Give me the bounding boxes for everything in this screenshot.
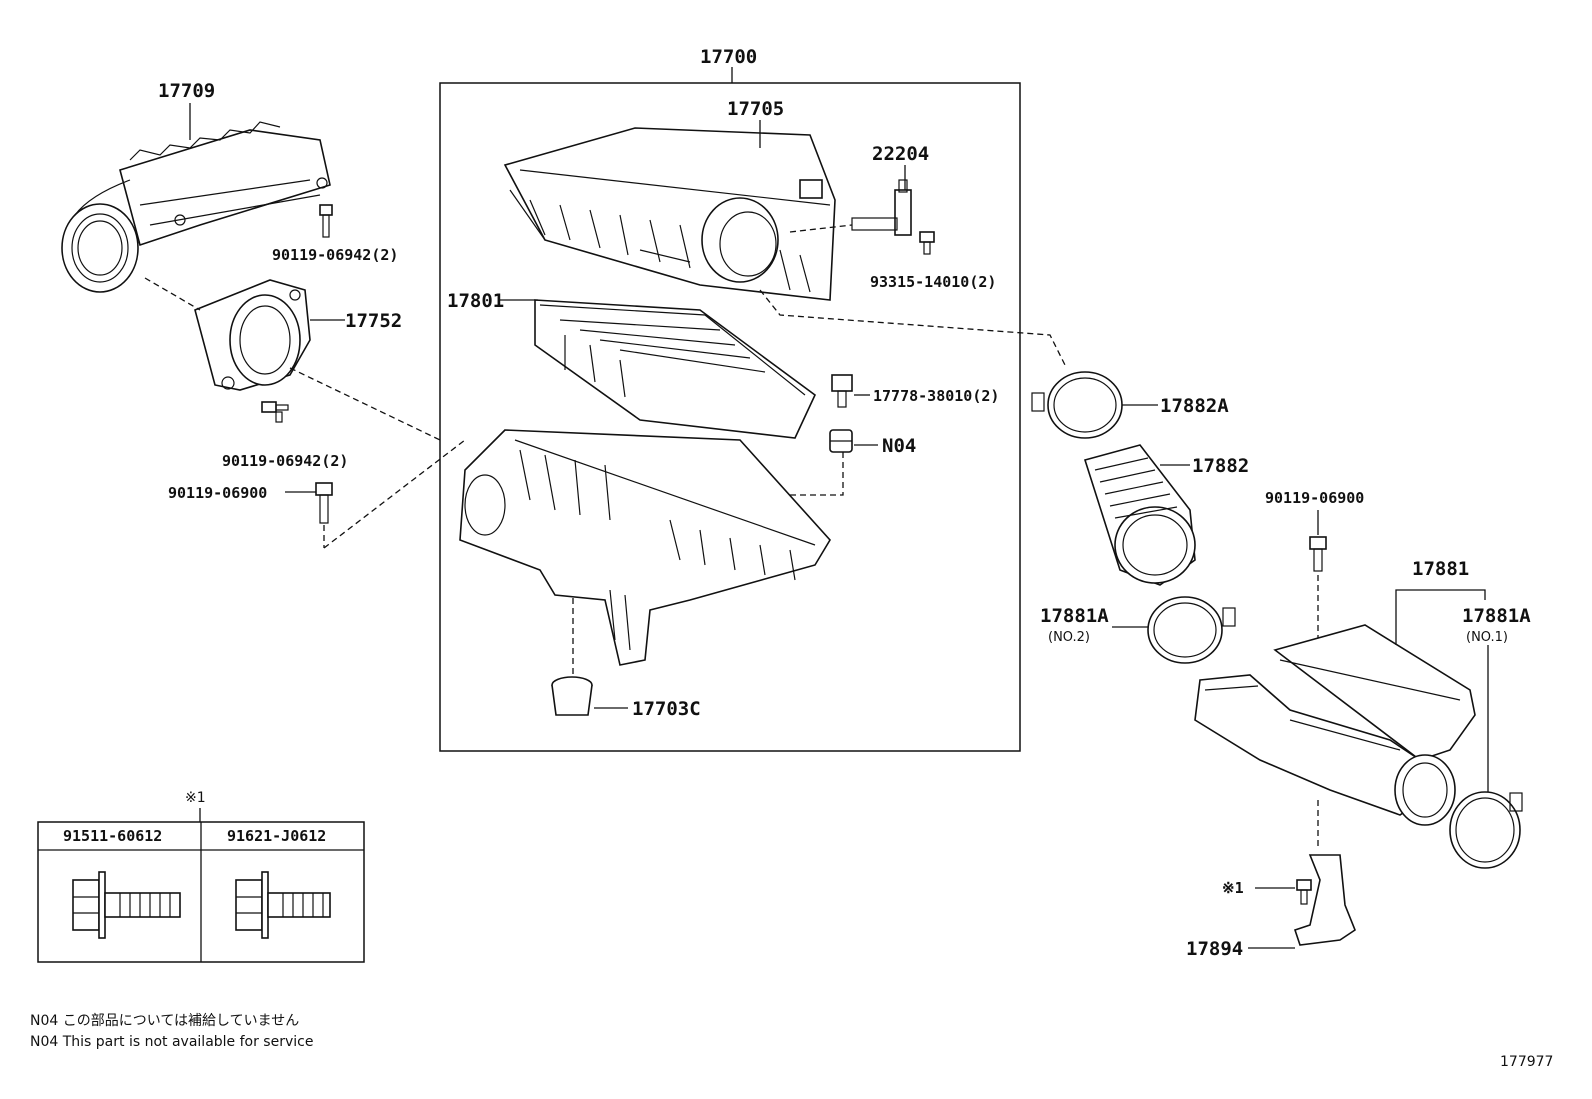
dash-link-2 <box>289 367 441 441</box>
label-17801: 17801 <box>447 290 504 312</box>
grommet-n04 <box>829 429 853 453</box>
table-mark: ※1 <box>185 790 206 806</box>
clamp-17881a-no2 <box>1147 596 1236 664</box>
bolt-90119-06942-lower <box>261 401 289 423</box>
intake-duct-17709 <box>61 121 331 293</box>
bracket-17894 <box>1293 854 1356 946</box>
assembly-frame <box>439 82 1021 752</box>
lower-case <box>459 429 831 666</box>
filter-element-17801 <box>534 299 817 439</box>
label-90119-06900-left: 90119-06900 <box>168 484 267 502</box>
label-93315-14010: 93315-14010(2) <box>870 273 996 291</box>
label-90119-06942-lower: 90119-06942(2) <box>222 452 348 470</box>
table-col1: 91511-60612 <box>63 827 162 845</box>
label-no2: (NO.2) <box>1048 630 1090 645</box>
label-no1: (NO.1) <box>1466 630 1508 645</box>
label-17894: 17894 <box>1186 938 1243 960</box>
label-17881: 17881 <box>1412 558 1469 580</box>
label-n04: N04 <box>882 435 916 457</box>
maf-sensor-22204 <box>851 179 912 236</box>
label-17881a-no1: 17881A <box>1462 605 1531 627</box>
screw-93315-14010 <box>919 231 935 255</box>
hose-17882 <box>1083 444 1196 586</box>
intake-pipe-17881 <box>1194 624 1476 826</box>
bolt-91511-icon <box>72 871 181 939</box>
note-jp: N04 この部品については補給していません <box>30 1013 299 1029</box>
grommet-17703c <box>551 676 593 716</box>
label-17882a: 17882A <box>1160 395 1229 417</box>
note-en: N04 This part is not available for servi… <box>30 1034 313 1050</box>
table-col2: 91621-J0612 <box>227 827 326 845</box>
label-17881a-no2: 17881A <box>1040 605 1109 627</box>
clamp-17882a <box>1031 371 1123 439</box>
label-17882: 17882 <box>1192 455 1249 477</box>
label-17778-38010: 17778-38010(2) <box>873 387 999 405</box>
leader-17881 <box>1395 589 1486 645</box>
dash-link-maf <box>789 224 853 233</box>
label-90119-06900-right: 90119-06900 <box>1265 489 1364 507</box>
label-17752: 17752 <box>345 310 402 332</box>
label-90119-06942-upper: 90119-06942(2) <box>272 246 398 264</box>
upper-cover-17705 <box>503 127 836 301</box>
label-17700: 17700 <box>700 46 757 68</box>
clip-17778-38010 <box>831 374 853 408</box>
clamp-17881a-no1 <box>1449 791 1523 869</box>
bolt-table <box>37 821 365 963</box>
dash-link-1 <box>144 277 201 311</box>
label-17703c: 17703C <box>632 698 701 720</box>
figure-id: 177977 <box>1500 1054 1553 1070</box>
bolt-90119-06900-left <box>315 482 333 524</box>
adapter-17752 <box>194 279 311 391</box>
label-17705: 17705 <box>727 98 784 120</box>
label-ref1-bracket: ※1 <box>1222 879 1244 897</box>
label-17709: 17709 <box>158 80 215 102</box>
bolt-91621-icon <box>235 871 331 939</box>
label-22204: 22204 <box>872 143 929 165</box>
bolt-90119-06942-upper <box>319 204 333 238</box>
bolt-90119-06900-right <box>1309 536 1327 572</box>
